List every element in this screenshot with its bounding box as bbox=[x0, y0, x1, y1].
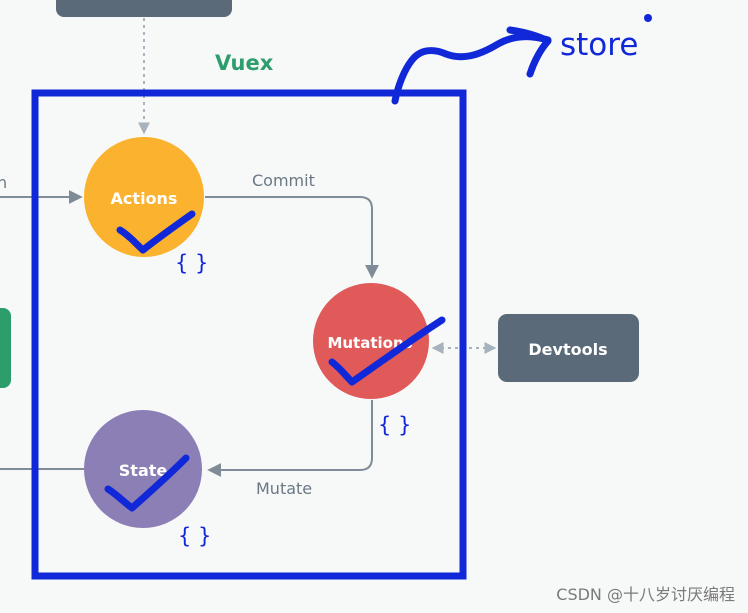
devtools-box bbox=[498, 314, 639, 382]
store-annotation-dot bbox=[644, 14, 652, 22]
vuex-title: Vuex bbox=[215, 51, 274, 75]
state-braces: { } bbox=[178, 524, 211, 548]
mutate-arrow bbox=[207, 400, 373, 477]
commit-label: Commit bbox=[252, 171, 315, 190]
devtools-label: Devtools bbox=[528, 340, 607, 359]
actions-braces: { } bbox=[175, 251, 208, 275]
mutations-label: Mutations bbox=[327, 334, 412, 352]
actions-check-icon bbox=[116, 210, 196, 254]
watermark: CSDN @十八岁讨厌编程 bbox=[556, 585, 735, 604]
store-annotation-arrow bbox=[391, 33, 552, 105]
mutate-label: Mutate bbox=[256, 479, 312, 498]
state-label: State bbox=[119, 461, 168, 480]
store-annotation-text: store bbox=[560, 27, 638, 63]
actions-label: Actions bbox=[111, 189, 178, 208]
store-annotation-box bbox=[31, 89, 467, 580]
backend-api-box-partial bbox=[0, 308, 11, 388]
store-annotation-arrowhead bbox=[506, 26, 552, 78]
vue-components-box-partial bbox=[56, 0, 232, 17]
mutations-braces: { } bbox=[378, 413, 411, 437]
dispatch-label-partial: h bbox=[0, 173, 7, 192]
mutations-check-icon bbox=[328, 316, 446, 386]
state-node bbox=[84, 410, 202, 528]
state-check-icon bbox=[104, 454, 190, 512]
commit-arrow bbox=[205, 196, 379, 279]
